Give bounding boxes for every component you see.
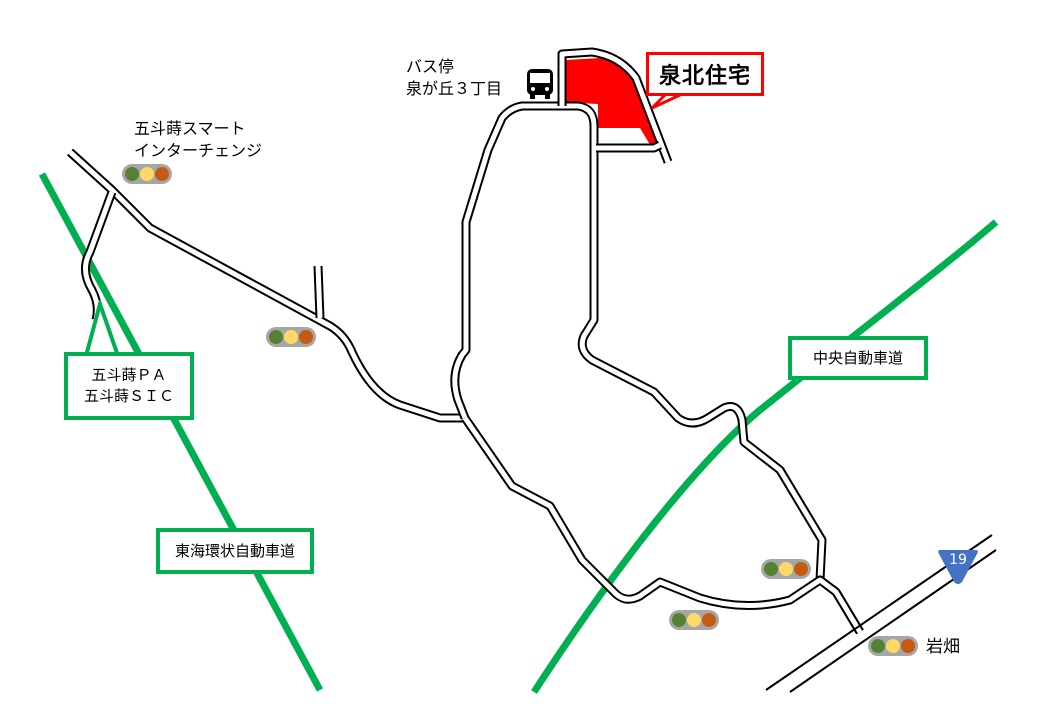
route-shield-icon bbox=[938, 550, 978, 584]
traffic-signal-icon bbox=[122, 164, 172, 184]
tokai-kanjo-expressway-label: 東海環状自動車道 bbox=[156, 528, 314, 574]
bus-stop-label: バス停 泉が丘３丁目 bbox=[406, 57, 503, 98]
traffic-signal-icon bbox=[669, 610, 719, 630]
bus-icon bbox=[527, 69, 553, 99]
iwahata-label: 岩畑 bbox=[926, 637, 960, 657]
destination-label: 泉北住宅 bbox=[646, 52, 764, 96]
pa-callout-tail bbox=[84, 300, 120, 357]
chuo-expressway-label: 中央自動車道 bbox=[788, 336, 928, 380]
expressway-tokai-kanjo bbox=[38, 172, 324, 692]
gotomaki-pa-label: 五斗蒔ＰＡ 五斗蒔ＳＩＣ bbox=[64, 352, 194, 420]
smart-ic-label: 五斗蒔スマート インターチェンジ bbox=[134, 119, 263, 160]
traffic-signal-icon bbox=[266, 327, 316, 347]
destination-callout-tail bbox=[650, 93, 681, 110]
route-19-shield: 19 bbox=[936, 548, 980, 586]
destination-label-text: 泉北住宅 bbox=[658, 64, 751, 89]
road-network bbox=[66, 47, 864, 635]
traffic-signal-icon bbox=[868, 636, 918, 656]
destination-area bbox=[566, 58, 657, 148]
traffic-signal-icon bbox=[761, 559, 811, 579]
